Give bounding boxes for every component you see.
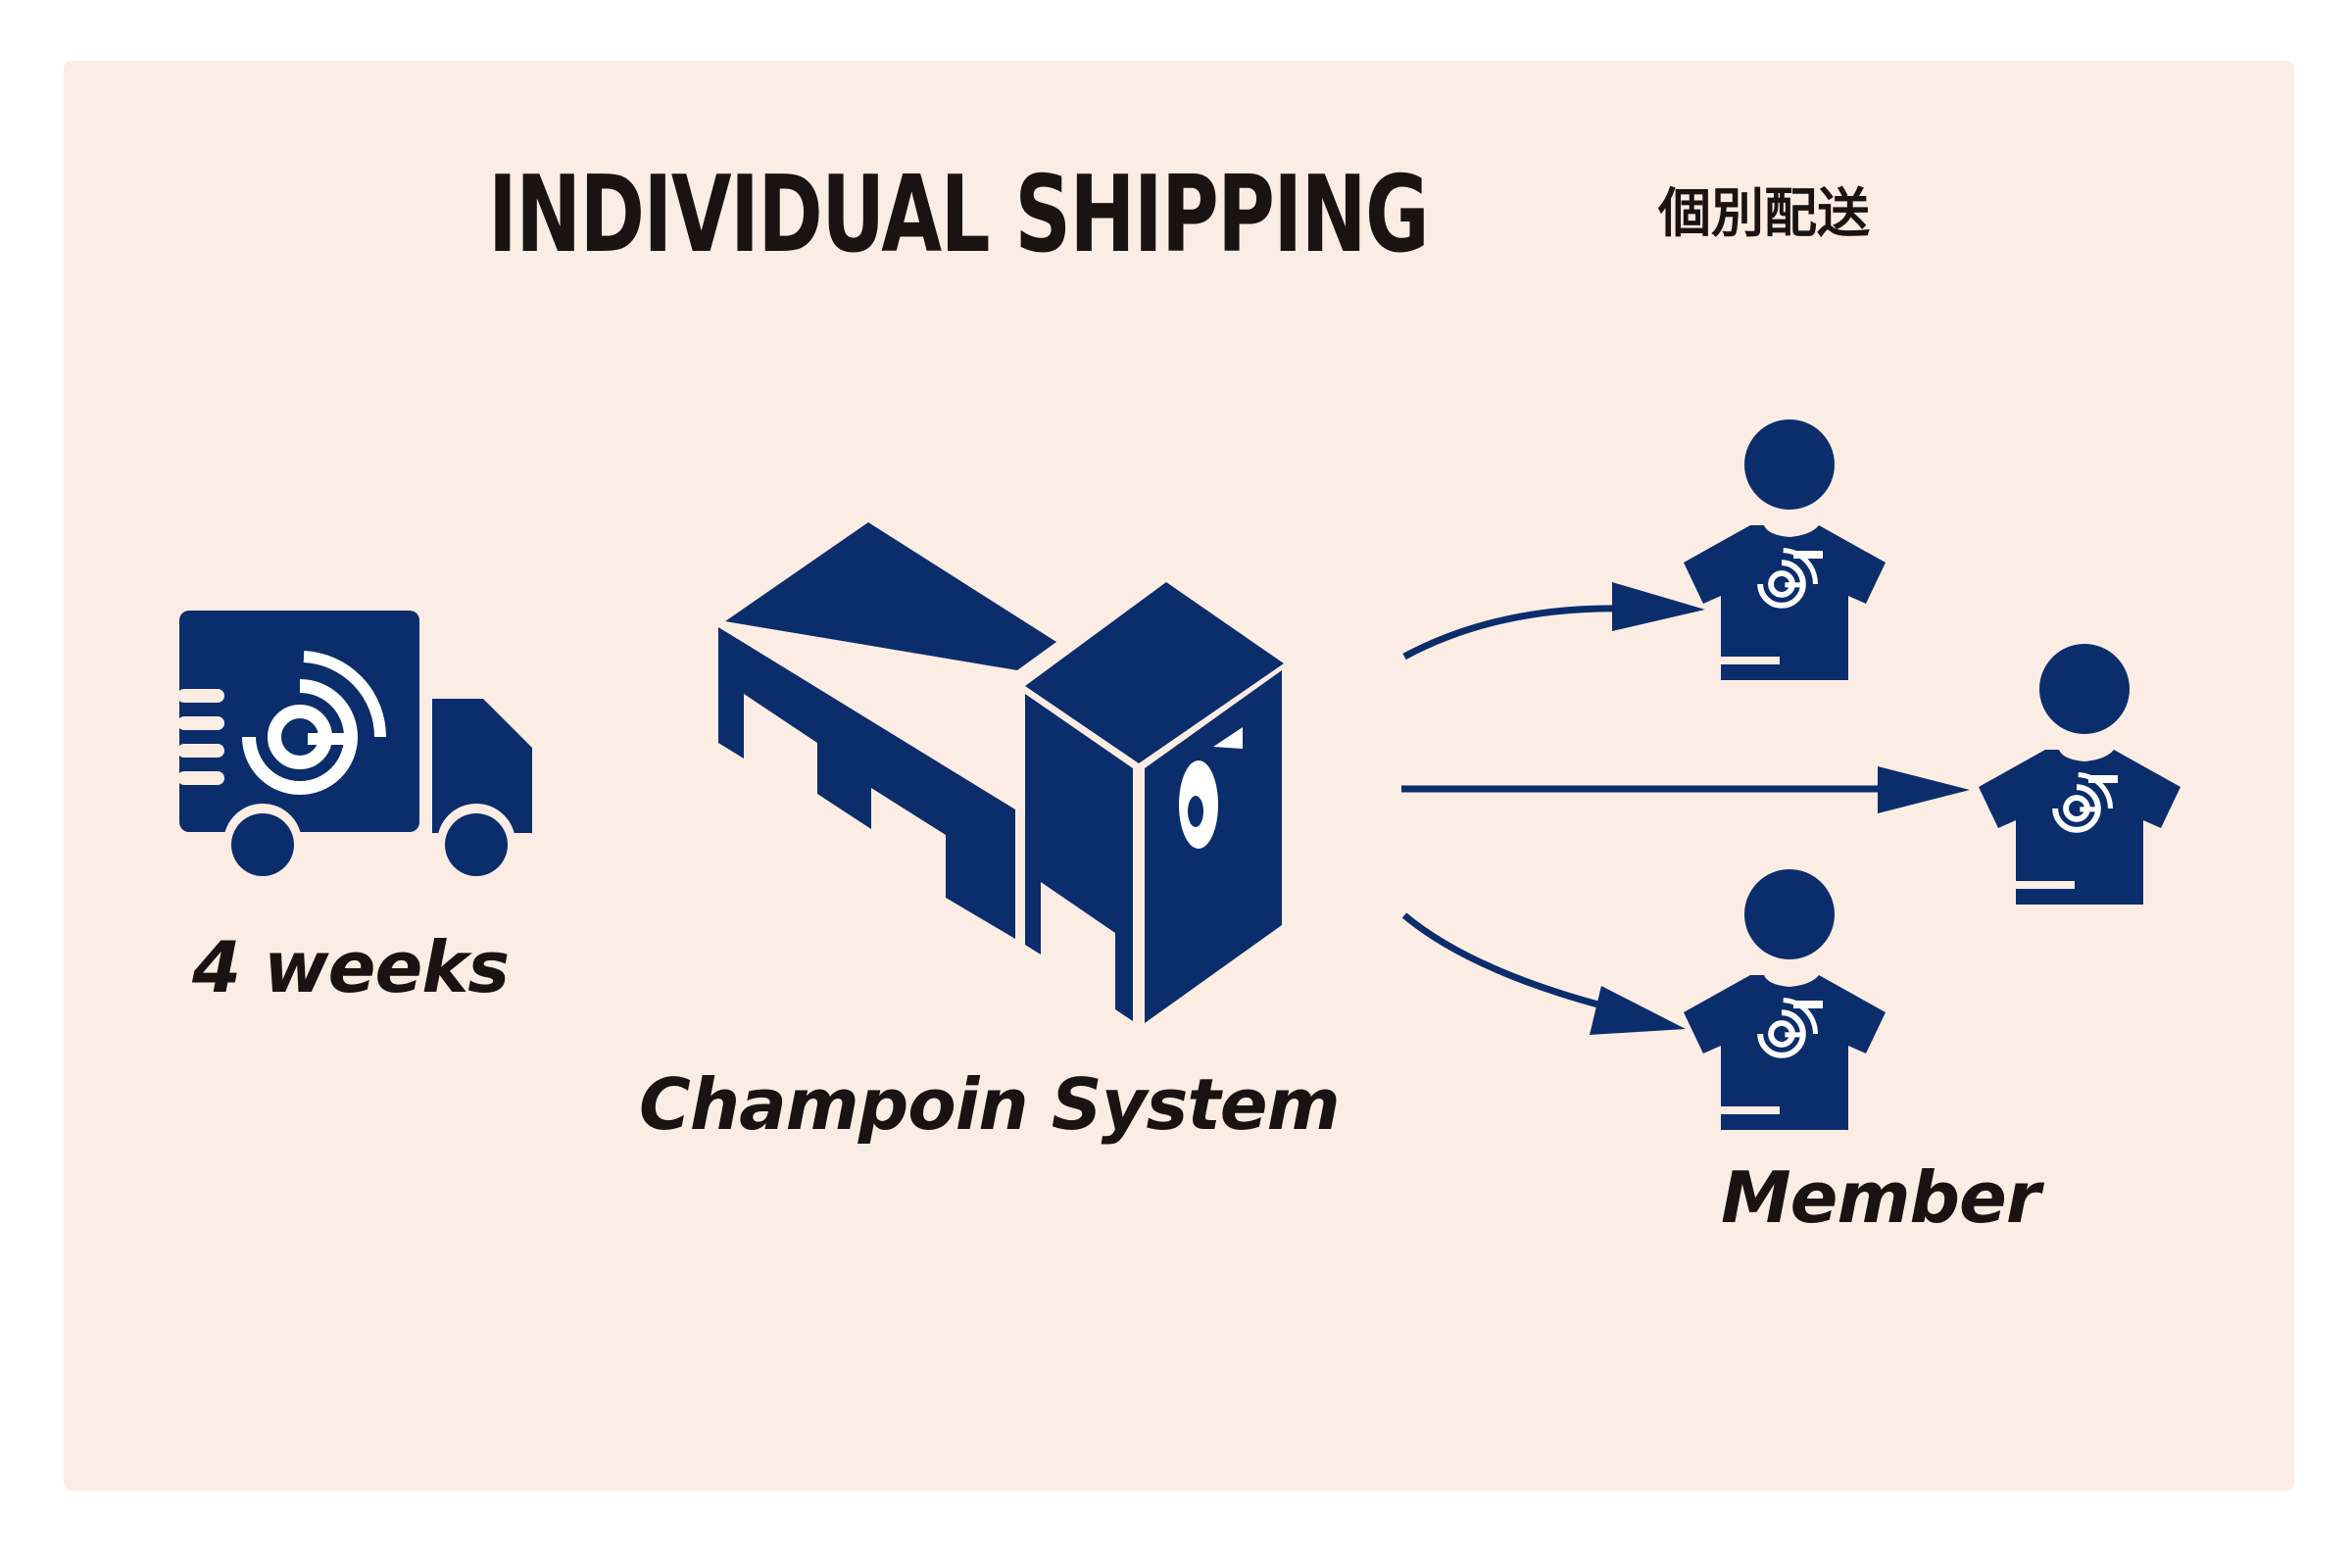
member-label: Member	[1721, 1156, 2040, 1239]
arrow-to-member-1	[1402, 582, 1705, 661]
arrow-to-member-3	[1401, 912, 1686, 1035]
member-icon-3	[1684, 869, 1886, 1130]
title-row: INDIVIDUAL SHIPPING 個別配送	[0, 162, 2352, 270]
member-icon-1	[1684, 419, 1886, 680]
member-icon-2	[1979, 644, 2180, 905]
system-label: Champoin System	[639, 1063, 1341, 1146]
delivery-time-label: 4 weeks	[192, 926, 510, 1008]
warehouse-icon	[718, 522, 1284, 1023]
arrow-to-member-2	[1401, 766, 1970, 813]
page-title: INDIVIDUAL SHIPPING	[488, 154, 1430, 276]
page-subtitle: 個別配送	[1658, 182, 1870, 244]
delivery-truck-icon	[177, 611, 532, 882]
